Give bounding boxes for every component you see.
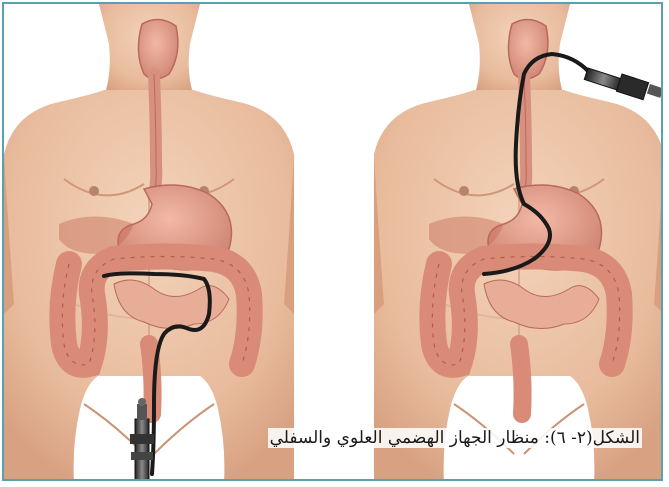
lower-gi-illustration [4, 4, 294, 481]
endoscopy-illustration [4, 4, 663, 481]
figure-caption: الشكل(٢- ٦): منظار الجهاز الهضمي العلوي … [268, 428, 642, 448]
figure-frame: الشكل(٢- ٦): منظار الجهاز الهضمي العلوي … [2, 2, 663, 481]
upper-gi-illustration [374, 4, 663, 481]
gastroscope-handle-icon [584, 68, 663, 100]
